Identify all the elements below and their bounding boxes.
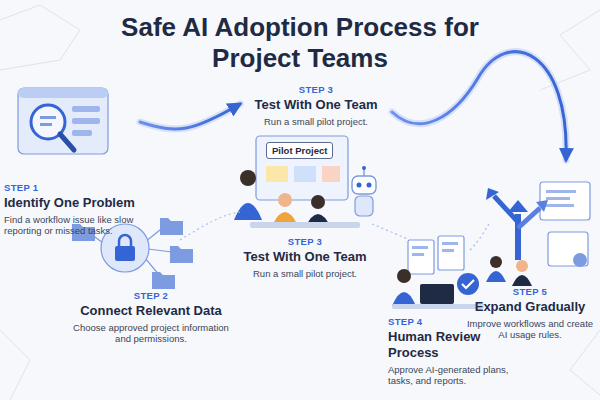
step-title: Connect Relevant Data <box>66 303 236 319</box>
step1-illustration <box>18 88 108 154</box>
step-description: Approve AI-generated plans, tasks, and r… <box>388 364 528 386</box>
step-node: STEP 5Expand GraduallyImprove workflows … <box>462 160 598 340</box>
step-number: STEP 1 <box>4 182 140 194</box>
step-node: STEP 1Identify One ProblemFind a workflo… <box>4 84 140 236</box>
step-number: STEP 3 <box>240 84 392 96</box>
step-description: Run a small pilot project. <box>240 116 392 127</box>
step-description: Choose approved project information and … <box>66 322 236 344</box>
flow-arrow-glow <box>392 52 566 160</box>
step-description: Improve workflows and create AI usage ru… <box>462 318 598 340</box>
flow-arrow <box>392 52 566 160</box>
pilot-tag: Pilot Project <box>266 142 333 159</box>
flow-dots <box>180 212 490 250</box>
step-title: Identify One Problem <box>4 195 140 211</box>
diagram-title: Safe AI Adoption Process for Project Tea… <box>110 12 490 74</box>
step-title: Test With One Team <box>220 249 390 265</box>
step-description: Find a workflow issue like slow reportin… <box>4 214 140 236</box>
step-number: STEP 5 <box>462 286 598 298</box>
step3-illustration <box>234 136 376 228</box>
step-node: STEP 3Test With One TeamRun a small pilo… <box>240 82 392 127</box>
step5-illustration <box>486 182 590 286</box>
step-title: Expand Gradually <box>462 299 598 315</box>
step-number: STEP 2 <box>66 290 236 302</box>
step4-illustration <box>392 236 484 309</box>
step-number: STEP 3 <box>220 236 390 248</box>
flow-arrow <box>140 104 240 129</box>
step-title: Test With One Team <box>240 97 392 113</box>
step-node: STEP 2Connect Relevant DataChoose approv… <box>66 206 236 344</box>
flow-arrow-glow <box>140 104 240 129</box>
step-description: Run a small pilot project. <box>220 268 390 279</box>
network-lines <box>0 5 600 400</box>
